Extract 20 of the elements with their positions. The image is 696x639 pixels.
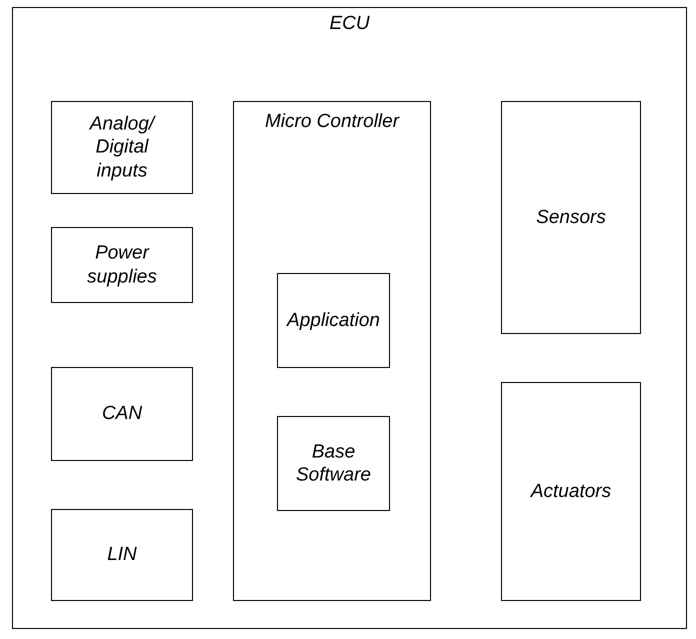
box-label: Sensors bbox=[535, 206, 607, 230]
component-box bbox=[277, 416, 390, 511]
box-label: Analog/ Digital inputs bbox=[88, 112, 157, 184]
component-box bbox=[51, 101, 193, 194]
component-box bbox=[277, 273, 390, 368]
box-label: Application bbox=[285, 308, 381, 332]
container-box bbox=[12, 7, 687, 629]
box-title: Micro Controller bbox=[264, 110, 401, 134]
box-label: CAN bbox=[100, 402, 144, 426]
container-box bbox=[233, 101, 431, 601]
component-box bbox=[51, 367, 193, 461]
component-box bbox=[501, 101, 641, 334]
box-label: Power supplies bbox=[86, 241, 158, 289]
box-label: Actuators bbox=[529, 480, 612, 504]
box-label: LIN bbox=[106, 543, 138, 567]
component-box bbox=[501, 382, 641, 601]
component-box bbox=[51, 227, 193, 303]
box-label: Base Software bbox=[295, 440, 372, 488]
component-box bbox=[51, 509, 193, 601]
box-title: ECU bbox=[328, 12, 371, 36]
